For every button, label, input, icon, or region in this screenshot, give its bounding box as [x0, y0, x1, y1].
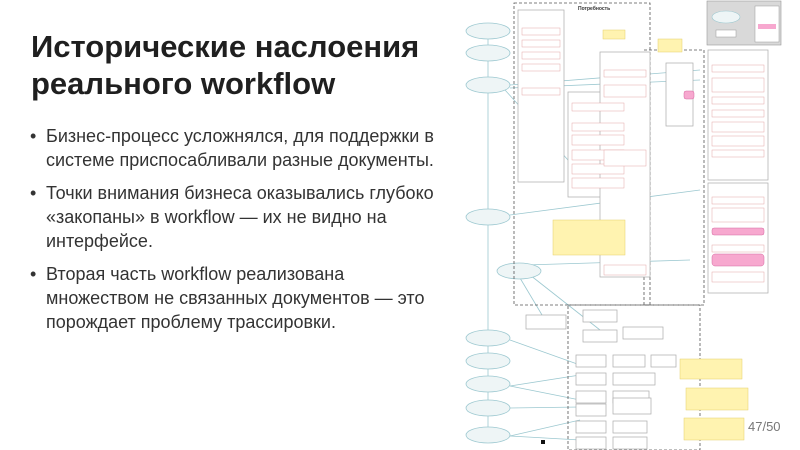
highlighted-statuses [683, 90, 765, 267]
slide-title: Исторические наслоения реального workflo… [31, 28, 451, 102]
bullet-text: Точки внимания бизнеса оказывались глубо… [46, 183, 434, 251]
bullet-marker: • [30, 183, 37, 203]
bullet-text: Вторая часть workflow реализована множес… [46, 264, 425, 332]
bullet-list: • Бизнес-процесс усложнялся, для поддержк… [30, 124, 450, 343]
notes [552, 29, 749, 441]
bullet-item: • Точки внимания бизнеса оказывались глуб… [30, 181, 450, 253]
region-label: Потребность [578, 5, 610, 12]
bullet-item: • Вторая часть workflow реализована множе… [30, 262, 450, 334]
workflow-diagram: Потребность [465, 0, 782, 450]
title-line-1: Исторические наслоения [31, 29, 420, 64]
bullet-item: • Бизнес-процесс усложнялся, для поддержк… [30, 124, 450, 172]
page-number: 47/50 [748, 419, 781, 434]
bullet-text: Бизнес-процесс усложнялся, для поддержки… [46, 126, 434, 170]
bullet-marker: • [30, 264, 37, 284]
title-line-2: реального workflow [31, 66, 336, 101]
legend [706, 0, 782, 46]
process-stages [465, 22, 542, 444]
bullet-marker: • [30, 126, 37, 146]
